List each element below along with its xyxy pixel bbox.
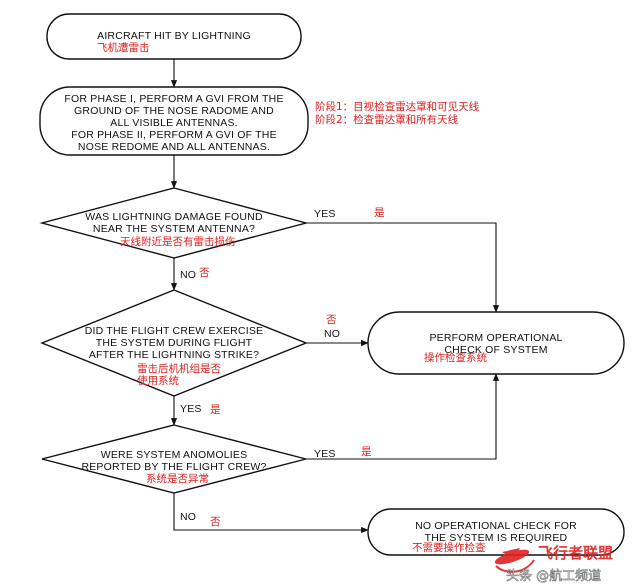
perform-line-1: PERFORM OPERATIONAL [429,332,562,344]
perform-line-2: CHECK OF SYSTEM [444,344,547,356]
arrow-q3-no-to-nocheck [173,493,369,534]
nocheck-terminal-shape [367,508,625,556]
nocheck-line-1: NO OPERATIONAL CHECK FOR [415,520,577,532]
node-q2: DID THE FLIGHT CREW EXERCISE THE SYSTEM … [40,289,308,397]
q1-decision-shape [39,187,309,259]
q1-line-2: NEAR THE SYSTEM ANTENNA? [93,223,255,235]
q3-yes-label-cn: 是 [361,446,372,458]
q3-no-label-cn: 否 [210,516,221,528]
node-q3: WERE SYSTEM ANOMOLIES REPORTED BY THE FL… [41,424,307,494]
start-label: AIRCRAFT HIT BY LIGHTNING [97,30,251,42]
start-terminal-shape [46,13,302,60]
gvi-annotation-cn-1: 阶段1：目视检查雷达罩和可见天线 [315,100,480,113]
nocheck-line-2: THE SYSTEM IS REQUIRED [425,532,568,544]
gvi-line-1: FOR PHASE I, PERFORM A GVI FROM THE [64,93,283,105]
q2-decision-shape [40,289,308,397]
gvi-line-4: FOR PHASE II, PERFORM A GVI OF THE [71,129,277,141]
watermark: 飞行者联盟 头条 @航工频道 [494,544,613,584]
q1-no-label-cn: 否 [199,267,210,279]
q1-line-1: WAS LIGHTNING DAMAGE FOUND [85,211,263,223]
q2-line-3: AFTER THE LIGHTNING STRIKE? [89,349,259,361]
q2-no-label: NO [324,328,340,340]
node-nocheck: NO OPERATIONAL CHECK FOR THE SYSTEM IS R… [367,508,625,556]
q3-no-label: NO [180,511,196,523]
q3-yes-label: YES [314,448,336,460]
q3-line-1: WERE SYSTEM ANOMOLIES [101,449,248,461]
q1-yes-label-cn: 是 [374,207,385,219]
gvi-line-5: NOSE REDOME AND ALL ANTENNAS. [78,141,270,153]
q2-annotation-cn-2: 使用系统 [137,374,179,387]
perform-terminal-shape [367,311,625,375]
gvi-line-2: GROUND OF THE NOSE RADOME AND [74,105,274,117]
q2-yes-label-cn: 是 [210,404,221,416]
q1-yes-label: YES [314,208,336,220]
q2-line-2: THE SYSTEM DURING FLIGHT [96,337,253,349]
watermark-byline: 头条 @航工频道 [506,568,601,584]
q2-no-label-cn: 否 [326,314,337,326]
nocheck-annotation-cn: 不需要操作检查 [412,541,486,554]
watermark-airplane-icon [494,548,535,573]
node-perform: PERFORM OPERATIONAL CHECK OF SYSTEM 操作检查… [367,311,625,375]
node-start: AIRCRAFT HIT BY LIGHTNING 飞机遭雷击 [46,13,302,60]
connectors [170,59,500,534]
q2-line-1: DID THE FLIGHT CREW EXERCISE [85,325,264,337]
q2-yes-label: YES [180,403,202,415]
watermark-brand: 飞行者联盟 [538,544,613,562]
q3-line-2: REPORTED BY THE FLIGHT CREW? [81,461,266,473]
node-gvi: FOR PHASE I, PERFORM A GVI FROM THE GROU… [39,86,480,156]
q1-no-label: NO [180,269,196,281]
arrow-q3-yes-to-perform [306,373,500,460]
q2-annotation-cn-1: 雷击后机机组是否 [137,362,221,375]
q3-annotation-cn: 系统是否异常 [146,472,209,485]
gvi-annotation-cn-2: 阶段2：检查雷达罩和所有天线 [315,113,459,126]
q1-annotation-cn: 天线附近是否有雷击损伤 [120,235,236,248]
node-q1: WAS LIGHTNING DAMAGE FOUND NEAR THE SYST… [39,187,309,259]
gvi-line-3: ALL VISIBLE ANTENNAS. [110,117,238,129]
arrow-q1-yes-to-perform [306,222,500,313]
perform-annotation-cn: 操作检查系统 [424,351,487,364]
start-label-cn: 飞机遭雷击 [97,41,150,54]
q3-decision-shape [41,424,307,494]
gvi-process-shape [39,86,309,156]
